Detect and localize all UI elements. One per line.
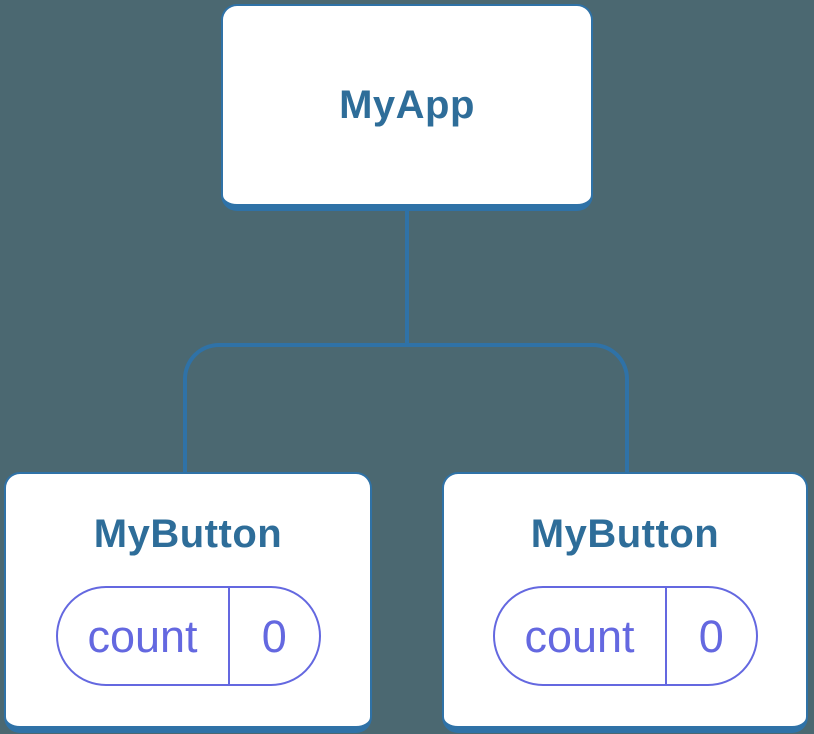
component-label: MyButton [93, 512, 283, 556]
state-key-label: count [524, 610, 635, 662]
branch-connector-line [183, 343, 629, 473]
state-value-label: 0 [261, 610, 287, 662]
component-label: MyButton [530, 512, 720, 556]
state-pill: count 0 [492, 586, 758, 686]
child-component-node-1: MyButton count 0 [4, 472, 372, 733]
state-key-label: count [87, 610, 198, 662]
state-value-label: 0 [698, 610, 724, 662]
root-component-node: MyApp [221, 4, 593, 211]
pill-divider [664, 588, 667, 684]
state-pill: count 0 [55, 586, 321, 686]
child-component-node-2: MyButton count 0 [442, 472, 808, 733]
pill-divider [227, 588, 230, 684]
component-label: MyApp [339, 83, 475, 127]
root-connector-line [405, 208, 409, 345]
